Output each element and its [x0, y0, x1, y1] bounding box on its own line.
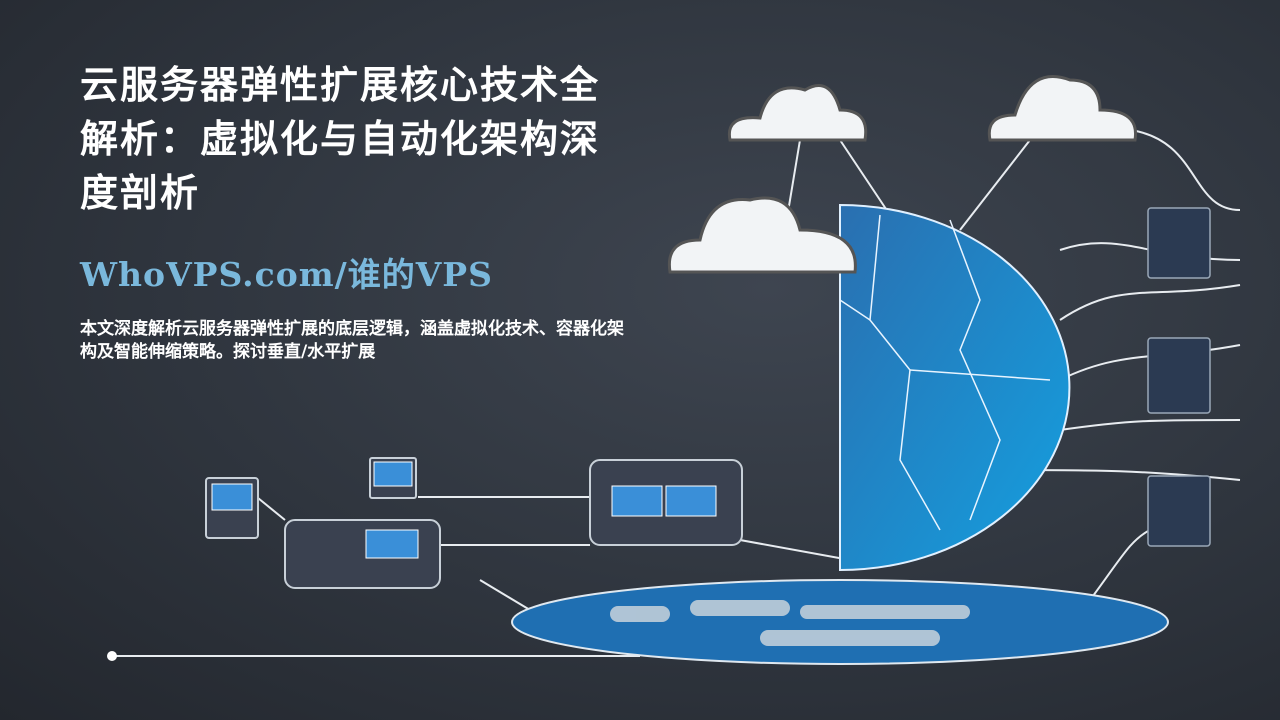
platform-disc	[511, 579, 1169, 665]
line-endpoint	[107, 651, 117, 661]
article-description: 本文深度解析云服务器弹性扩展的底层逻辑，涵盖虚拟化技术、容器化架构及智能伸缩策略…	[80, 319, 624, 362]
connection-lines	[112, 129, 1241, 657]
cloud-icon	[667, 75, 1138, 274]
site-brand: WhoVPS.com/谁的VPS	[80, 255, 493, 294]
computer-icon	[205, 457, 743, 589]
server-rack-icon	[1147, 207, 1211, 547]
page-title: 云服务器弹性扩展核心技术全解析：虚拟化与自动化架构深度剖析	[80, 63, 601, 215]
globe-icon	[839, 203, 1071, 572]
